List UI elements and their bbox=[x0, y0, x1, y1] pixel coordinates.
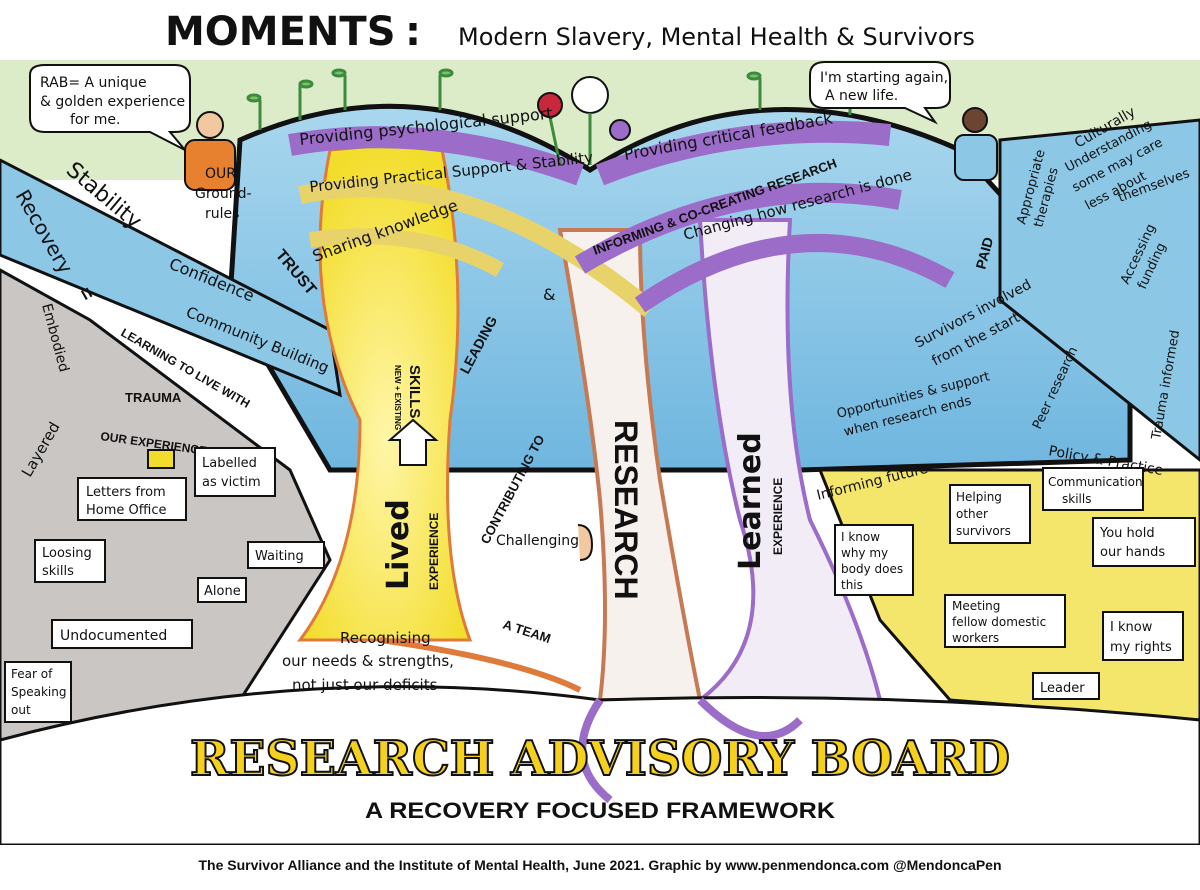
box-communication-line-2: skills bbox=[1062, 492, 1091, 506]
box-helping: Helping other survivors bbox=[950, 485, 1030, 543]
box-fear: Fear of Speaking out bbox=[5, 662, 71, 722]
box-body-line-3: body does bbox=[841, 562, 903, 576]
box-leader: Leader bbox=[1033, 673, 1099, 699]
box-fear-line-2: Speaking bbox=[11, 685, 66, 699]
box-hold-hands: You hold our hands bbox=[1093, 518, 1195, 566]
box-hands-line-2: our hands bbox=[1100, 545, 1165, 560]
box-fear-line-3: out bbox=[11, 703, 31, 717]
rab-line-1: RAB= A unique bbox=[40, 75, 147, 91]
box-labelled: Labelled as victim bbox=[195, 448, 275, 496]
trunk-learned: Learned bbox=[733, 432, 768, 570]
box-labelled-line-2: as victim bbox=[202, 475, 261, 490]
box-waiting: Waiting bbox=[248, 542, 324, 568]
box-hands-line-1: You hold bbox=[1099, 526, 1155, 541]
main-title: RESEARCH ADVISORY BOARD bbox=[190, 731, 1010, 787]
box-communication: Communication skills bbox=[1043, 468, 1143, 510]
box-letters-line-1: Letters from bbox=[86, 485, 166, 500]
box-meeting-line-2: fellow domestic bbox=[952, 615, 1046, 629]
box-body-line-4: this bbox=[841, 578, 863, 592]
trunk-lived-sub: EXPERIENCE bbox=[427, 513, 441, 590]
box-loosing-line-1: Loosing bbox=[42, 546, 92, 561]
box-leader-text: Leader bbox=[1040, 681, 1085, 696]
box-loosing: Loosing skills bbox=[35, 540, 105, 582]
box-letters: Letters from Home Office bbox=[78, 478, 186, 520]
box-helping-line-1: Helping bbox=[956, 490, 1002, 504]
box-loosing-line-2: skills bbox=[42, 564, 74, 579]
trunk-research: RESEARCH bbox=[608, 420, 644, 600]
label-our: OUR bbox=[205, 166, 236, 182]
box-letters-line-2: Home Office bbox=[86, 503, 166, 518]
box-waiting-text: Waiting bbox=[255, 549, 304, 564]
sub-title: A RECOVERY FOCUSED FRAMEWORK bbox=[365, 798, 835, 823]
label-rules: rules bbox=[205, 206, 239, 222]
box-body-line-2: why my bbox=[841, 546, 888, 560]
box-i-know-body: I know why my body does this bbox=[835, 525, 913, 595]
trunk-skills: SKILLS bbox=[406, 365, 423, 418]
box-meeting: Meeting fellow domestic workers bbox=[945, 595, 1065, 647]
moments-title: MOMENTS bbox=[165, 9, 396, 55]
box-rights: I know my rights bbox=[1103, 612, 1183, 660]
box-helping-line-2: other bbox=[956, 507, 988, 521]
box-helping-line-3: survivors bbox=[956, 524, 1011, 538]
envelope-icon bbox=[148, 450, 174, 468]
label-ground: Ground- bbox=[195, 186, 252, 202]
rab-line-2: & golden experience bbox=[40, 94, 185, 110]
trunk-skills-sub: NEW + EXISTING bbox=[393, 365, 402, 430]
box-fear-line-1: Fear of bbox=[11, 667, 53, 681]
ear-icon bbox=[578, 525, 592, 560]
trunk-learned-sub: EXPERIENCE bbox=[771, 478, 785, 555]
label-amp: & bbox=[543, 285, 555, 304]
new-life-line-1: I'm starting again, bbox=[820, 70, 948, 86]
rab-line-3: for me. bbox=[70, 112, 120, 128]
header-subtitle: Modern Slavery, Mental Health & Survivor… bbox=[458, 23, 975, 51]
box-body-line-1: I know bbox=[841, 530, 880, 544]
box-undocumented: Undocumented bbox=[52, 620, 192, 648]
caption-line-3: not just our deficits bbox=[292, 676, 438, 694]
label-trauma: TRAUMA bbox=[125, 390, 182, 405]
box-labelled-line-1: Labelled bbox=[202, 456, 257, 471]
trunk-lived: Lived bbox=[381, 499, 416, 590]
caption-line-1: Recognising bbox=[340, 629, 431, 647]
box-alone-text: Alone bbox=[204, 584, 241, 599]
footer-credit: The Survivor Alliance and the Institute … bbox=[0, 845, 1200, 890]
box-communication-line-1: Communication bbox=[1048, 475, 1143, 489]
new-life-line-2: A new life. bbox=[825, 88, 898, 104]
label-challenging: Challenging bbox=[496, 533, 579, 549]
box-rights-line-1: I know bbox=[1110, 620, 1153, 635]
box-meeting-line-3: workers bbox=[952, 631, 999, 645]
box-undocumented-text: Undocumented bbox=[60, 628, 167, 644]
box-rights-line-2: my rights bbox=[1110, 640, 1172, 655]
caption-line-2: our needs & strengths, bbox=[282, 652, 454, 670]
box-alone: Alone bbox=[198, 578, 246, 602]
moments-colon: : bbox=[405, 9, 421, 55]
box-meeting-line-1: Meeting bbox=[952, 599, 1000, 613]
